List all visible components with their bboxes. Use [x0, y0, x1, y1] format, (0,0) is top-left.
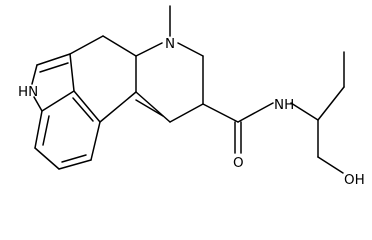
- molecule-structure: HN N NH O OH: [18, 5, 365, 188]
- atom-labels: HN N NH O OH: [18, 36, 365, 188]
- bond-c4-c5: [102, 35, 137, 57]
- indole-nh-label: HN: [18, 84, 38, 100]
- bond-c2-c3: [36, 53, 71, 66]
- bond-c7a-c7-double: [42, 115, 50, 146]
- bond-carbonyl-nh: [237, 102, 274, 123]
- bond-c3-c3a: [69, 53, 75, 92]
- bond-c2-n1: [31, 64, 38, 85]
- bond-c3a-c7a: [41, 90, 75, 112]
- bond-c5-n6: [135, 42, 163, 57]
- bond-c3-c4: [69, 35, 104, 55]
- bond-c8-carbonyl: [202, 103, 239, 123]
- amide-nh-label: NH: [274, 97, 294, 113]
- bond-c5-c4a: [90, 121, 101, 161]
- bond-c4a-c3a: [73, 90, 101, 123]
- bond-n1-c7a: [33, 96, 43, 112]
- bonds: [31, 5, 345, 174]
- hydroxyl-label: OH: [344, 172, 365, 188]
- bond-c10-c4a: [99, 91, 137, 123]
- carbonyl-o-label: O: [233, 155, 244, 171]
- bond-c9-c10-double: [135, 99, 164, 117]
- bond-c7a-c7: [34, 110, 43, 149]
- bond-calpha-ethyl: [317, 86, 345, 121]
- bond-c2-c3-double: [39, 62, 69, 73]
- bond-n6-c7: [177, 42, 204, 57]
- bond-ch2-oh: [317, 156, 344, 174]
- bond-c4a-c3a-double: [72, 97, 94, 122]
- bond-c6-c5: [58, 159, 92, 170]
- bond-nh-calpha: [290, 102, 319, 121]
- bond-c6-c5-double: [61, 154, 87, 163]
- bond-c8-c9: [169, 103, 204, 123]
- bond-c9-c10: [135, 91, 171, 123]
- bond-c7-c6: [34, 147, 60, 170]
- ring-n-label: N: [165, 36, 175, 52]
